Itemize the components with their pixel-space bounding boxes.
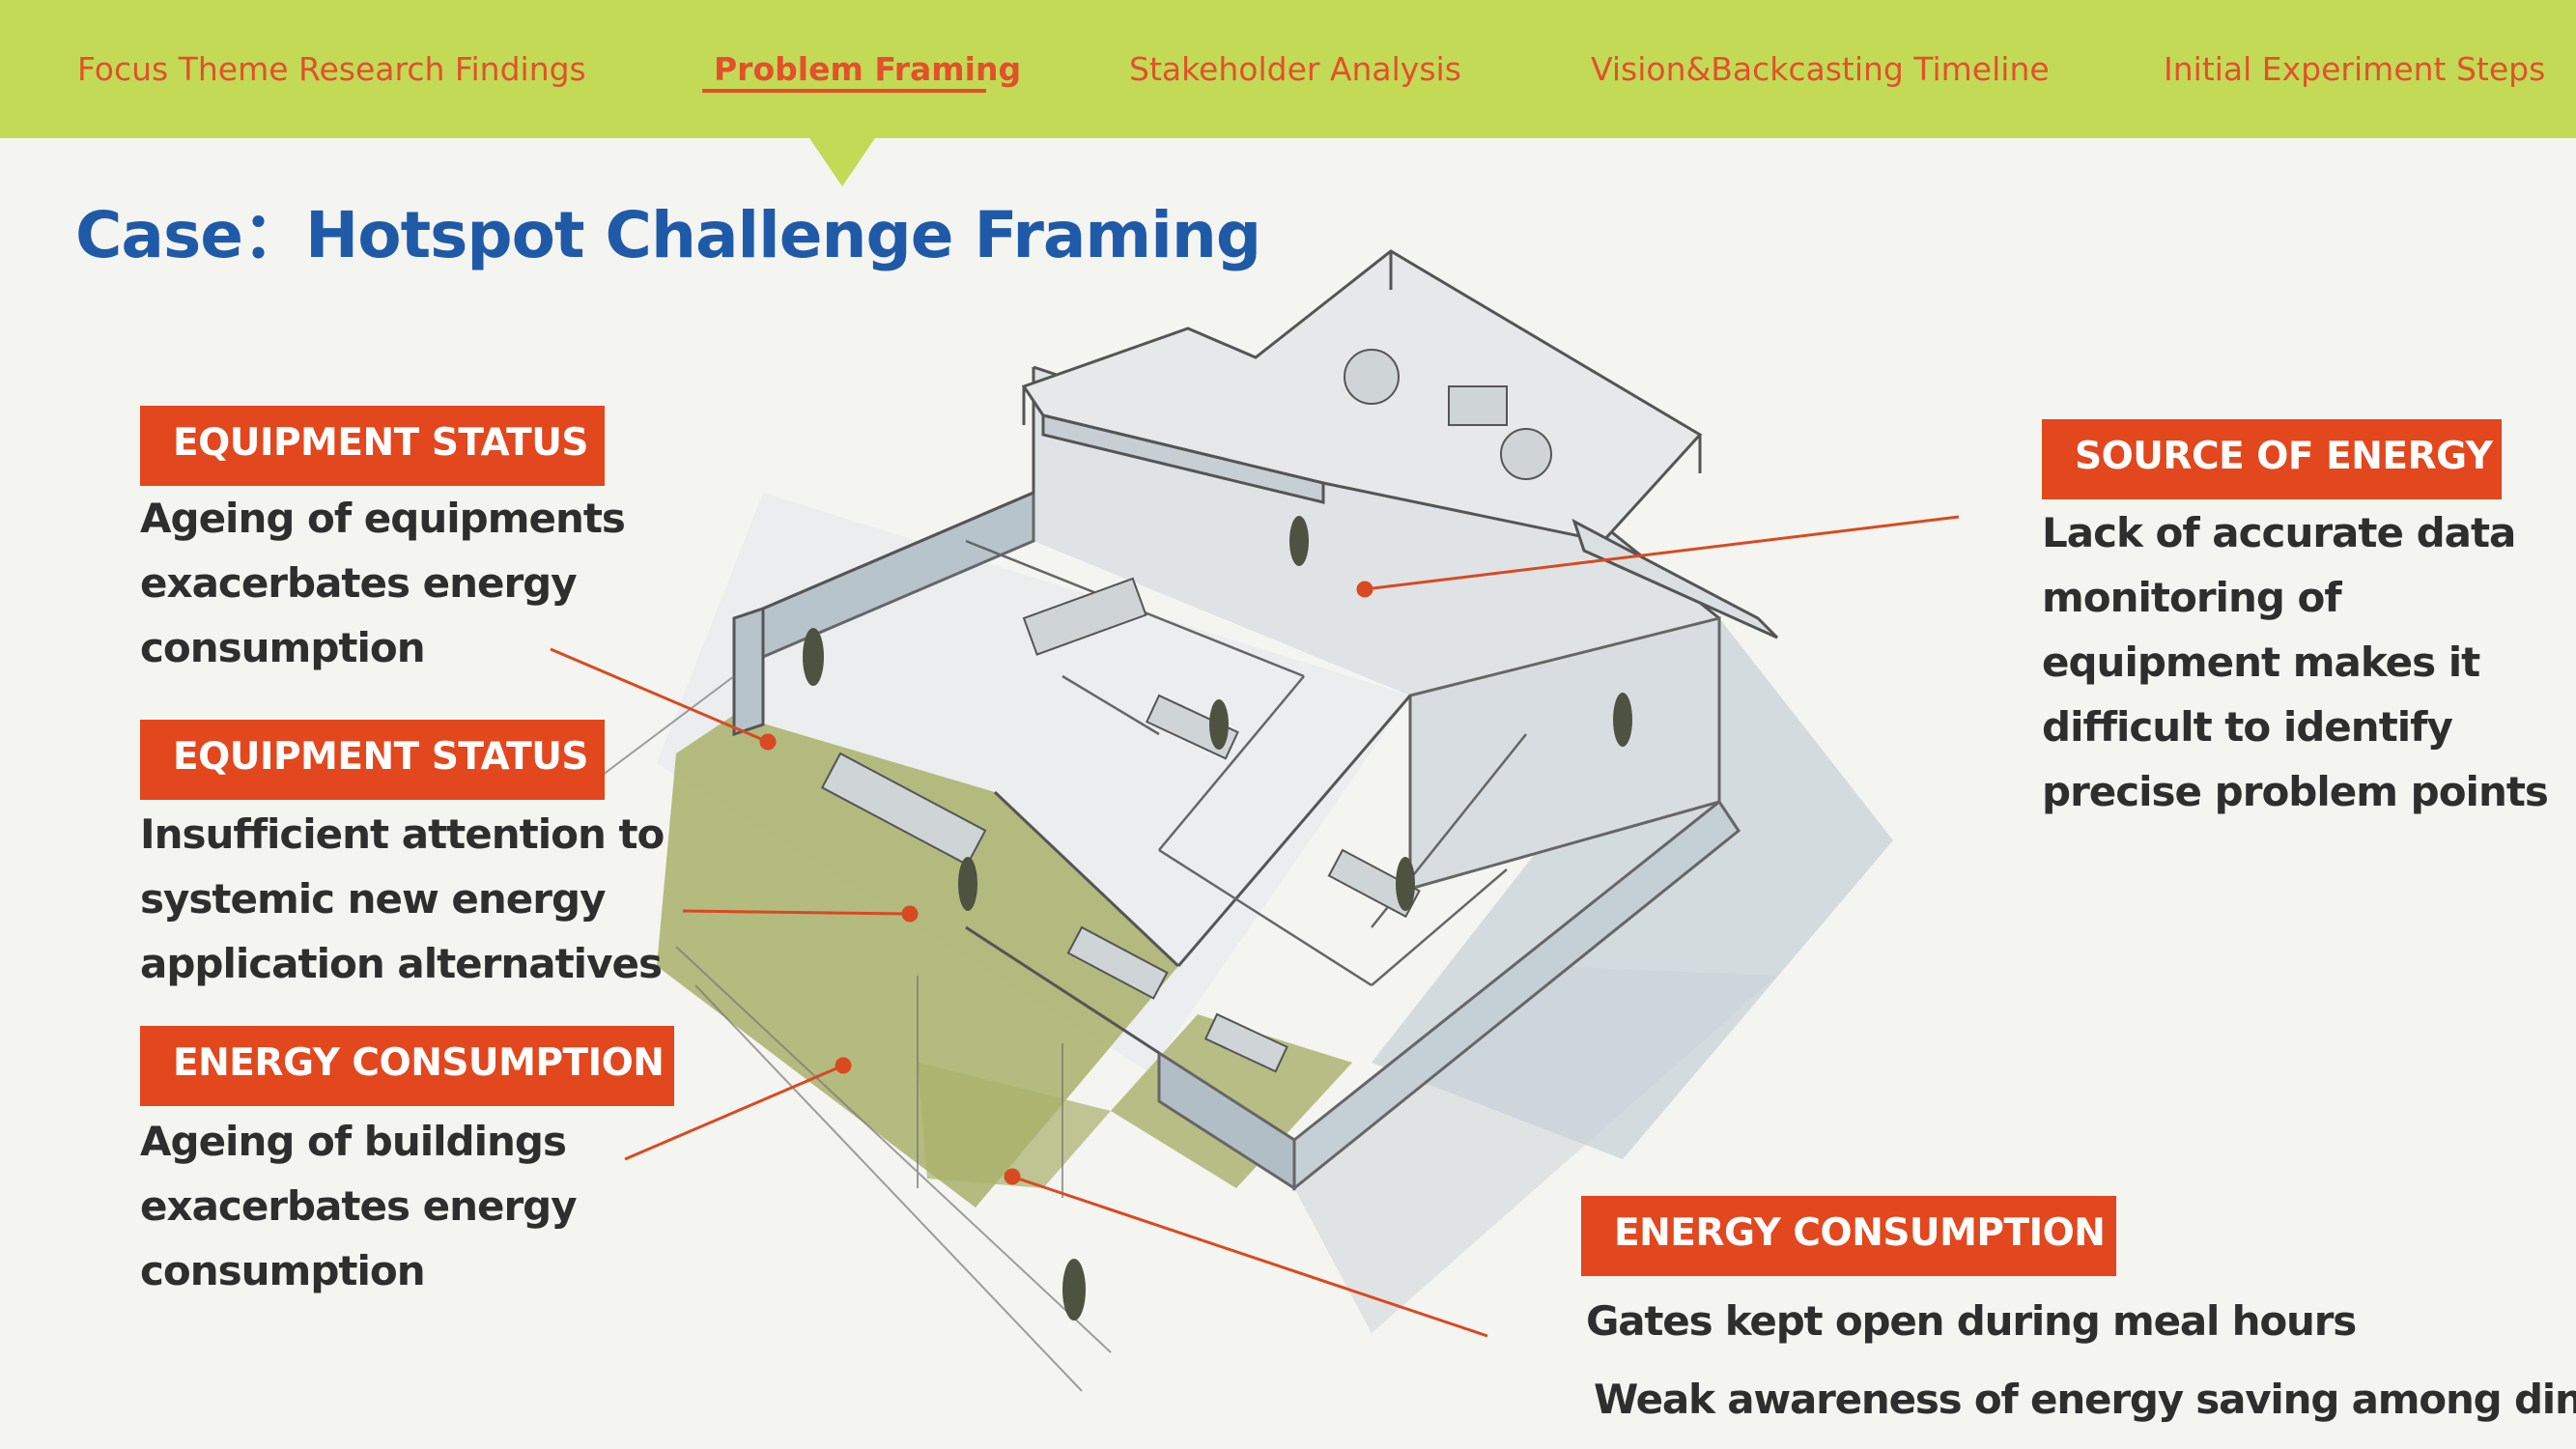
top-navigation: Focus Theme Research Findings Problem Fr…	[0, 0, 2576, 138]
tag-equipment-status-2: EQUIPMENT STATUS	[140, 720, 605, 800]
callout-leaders	[550, 515, 1960, 1338]
tab-stakeholder-analysis[interactable]: Stakeholder Analysis	[1129, 50, 1461, 88]
furniture	[820, 349, 1552, 1073]
active-tab-underline	[702, 89, 986, 93]
tab-vision-backcasting-timeline[interactable]: Vision&Backcasting Timeline	[1591, 50, 2050, 88]
tag-equipment-status-1: EQUIPMENT STATUS	[140, 406, 605, 486]
tag-energy-consumption-1: ENERGY CONSUMPTION	[140, 1026, 674, 1106]
callout-building-ageing-text: Ageing of buildings exacerbates energy c…	[140, 1118, 578, 1294]
callout-data-monitoring-text: Lack of accurate data monitoring of equi…	[2042, 509, 2549, 815]
tab-focus-theme-research-findings[interactable]: Focus Theme Research Findings	[77, 50, 586, 88]
interior-partitions	[965, 539, 1527, 987]
callout-gates-open-text: Gates kept open during meal hours	[1586, 1297, 2357, 1345]
tag-source-of-energy: SOURCE OF ENERGY	[2042, 419, 2502, 499]
active-tab-pointer	[809, 138, 875, 186]
callout-equipment-ageing-text: Ageing of equipments exacerbates energy …	[140, 495, 626, 671]
floor-planes	[657, 367, 1719, 1208]
callout-new-energy-text: Insufficient attention to systemic new e…	[140, 810, 665, 987]
people	[803, 516, 1632, 1321]
tab-initial-experiment-steps[interactable]: Initial Experiment Steps	[2164, 50, 2546, 88]
tab-problem-framing[interactable]: Problem Framing	[714, 50, 1022, 88]
site-lines	[579, 675, 1112, 1392]
page-title: Case：Hotspot Challenge Framing	[75, 198, 1261, 272]
callout-energy-awareness-text: Weak awareness of energy saving among di…	[1594, 1376, 2576, 1423]
tag-energy-consumption-2: ENERGY CONSUMPTION	[1581, 1196, 2116, 1276]
